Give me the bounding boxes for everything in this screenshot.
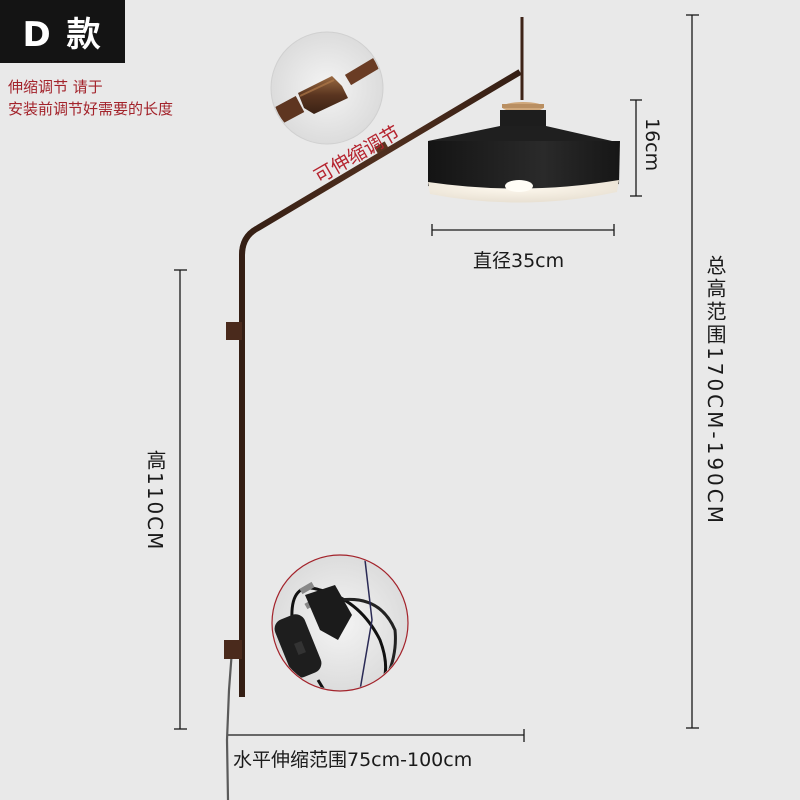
lamp-shade bbox=[428, 102, 620, 203]
wall-mount-top bbox=[226, 322, 242, 340]
total-height-dimension bbox=[686, 14, 699, 729]
variant-badge: D 款 bbox=[0, 0, 125, 63]
horizontal-range-dimension bbox=[228, 729, 525, 742]
pole-height-label: 高110CM bbox=[143, 450, 167, 552]
diameter-dimension bbox=[431, 224, 615, 236]
shade-height-label: 16cm bbox=[641, 118, 663, 172]
telescopic-joint-inset bbox=[270, 31, 384, 145]
shade-height-dimension bbox=[630, 99, 642, 197]
variant-badge-label: D 款 bbox=[22, 15, 103, 55]
horizontal-range-label: 水平伸缩范围75cm-100cm bbox=[233, 749, 473, 771]
note-line-1: 伸缩调节 请于 bbox=[8, 78, 103, 96]
diameter-label: 直径35cm bbox=[473, 250, 565, 272]
note-line-2: 安装前调节好需要的长度 bbox=[8, 100, 174, 118]
adjustment-note: 伸缩调节 请于 安装前调节好需要的长度 bbox=[8, 76, 173, 120]
plug-switch-inset bbox=[271, 554, 409, 692]
power-cord bbox=[225, 649, 234, 800]
total-height-label: 总高范围170CM-190CM bbox=[703, 255, 727, 527]
wall-mount-bottom bbox=[224, 640, 242, 659]
pole-height-dimension bbox=[174, 269, 187, 730]
